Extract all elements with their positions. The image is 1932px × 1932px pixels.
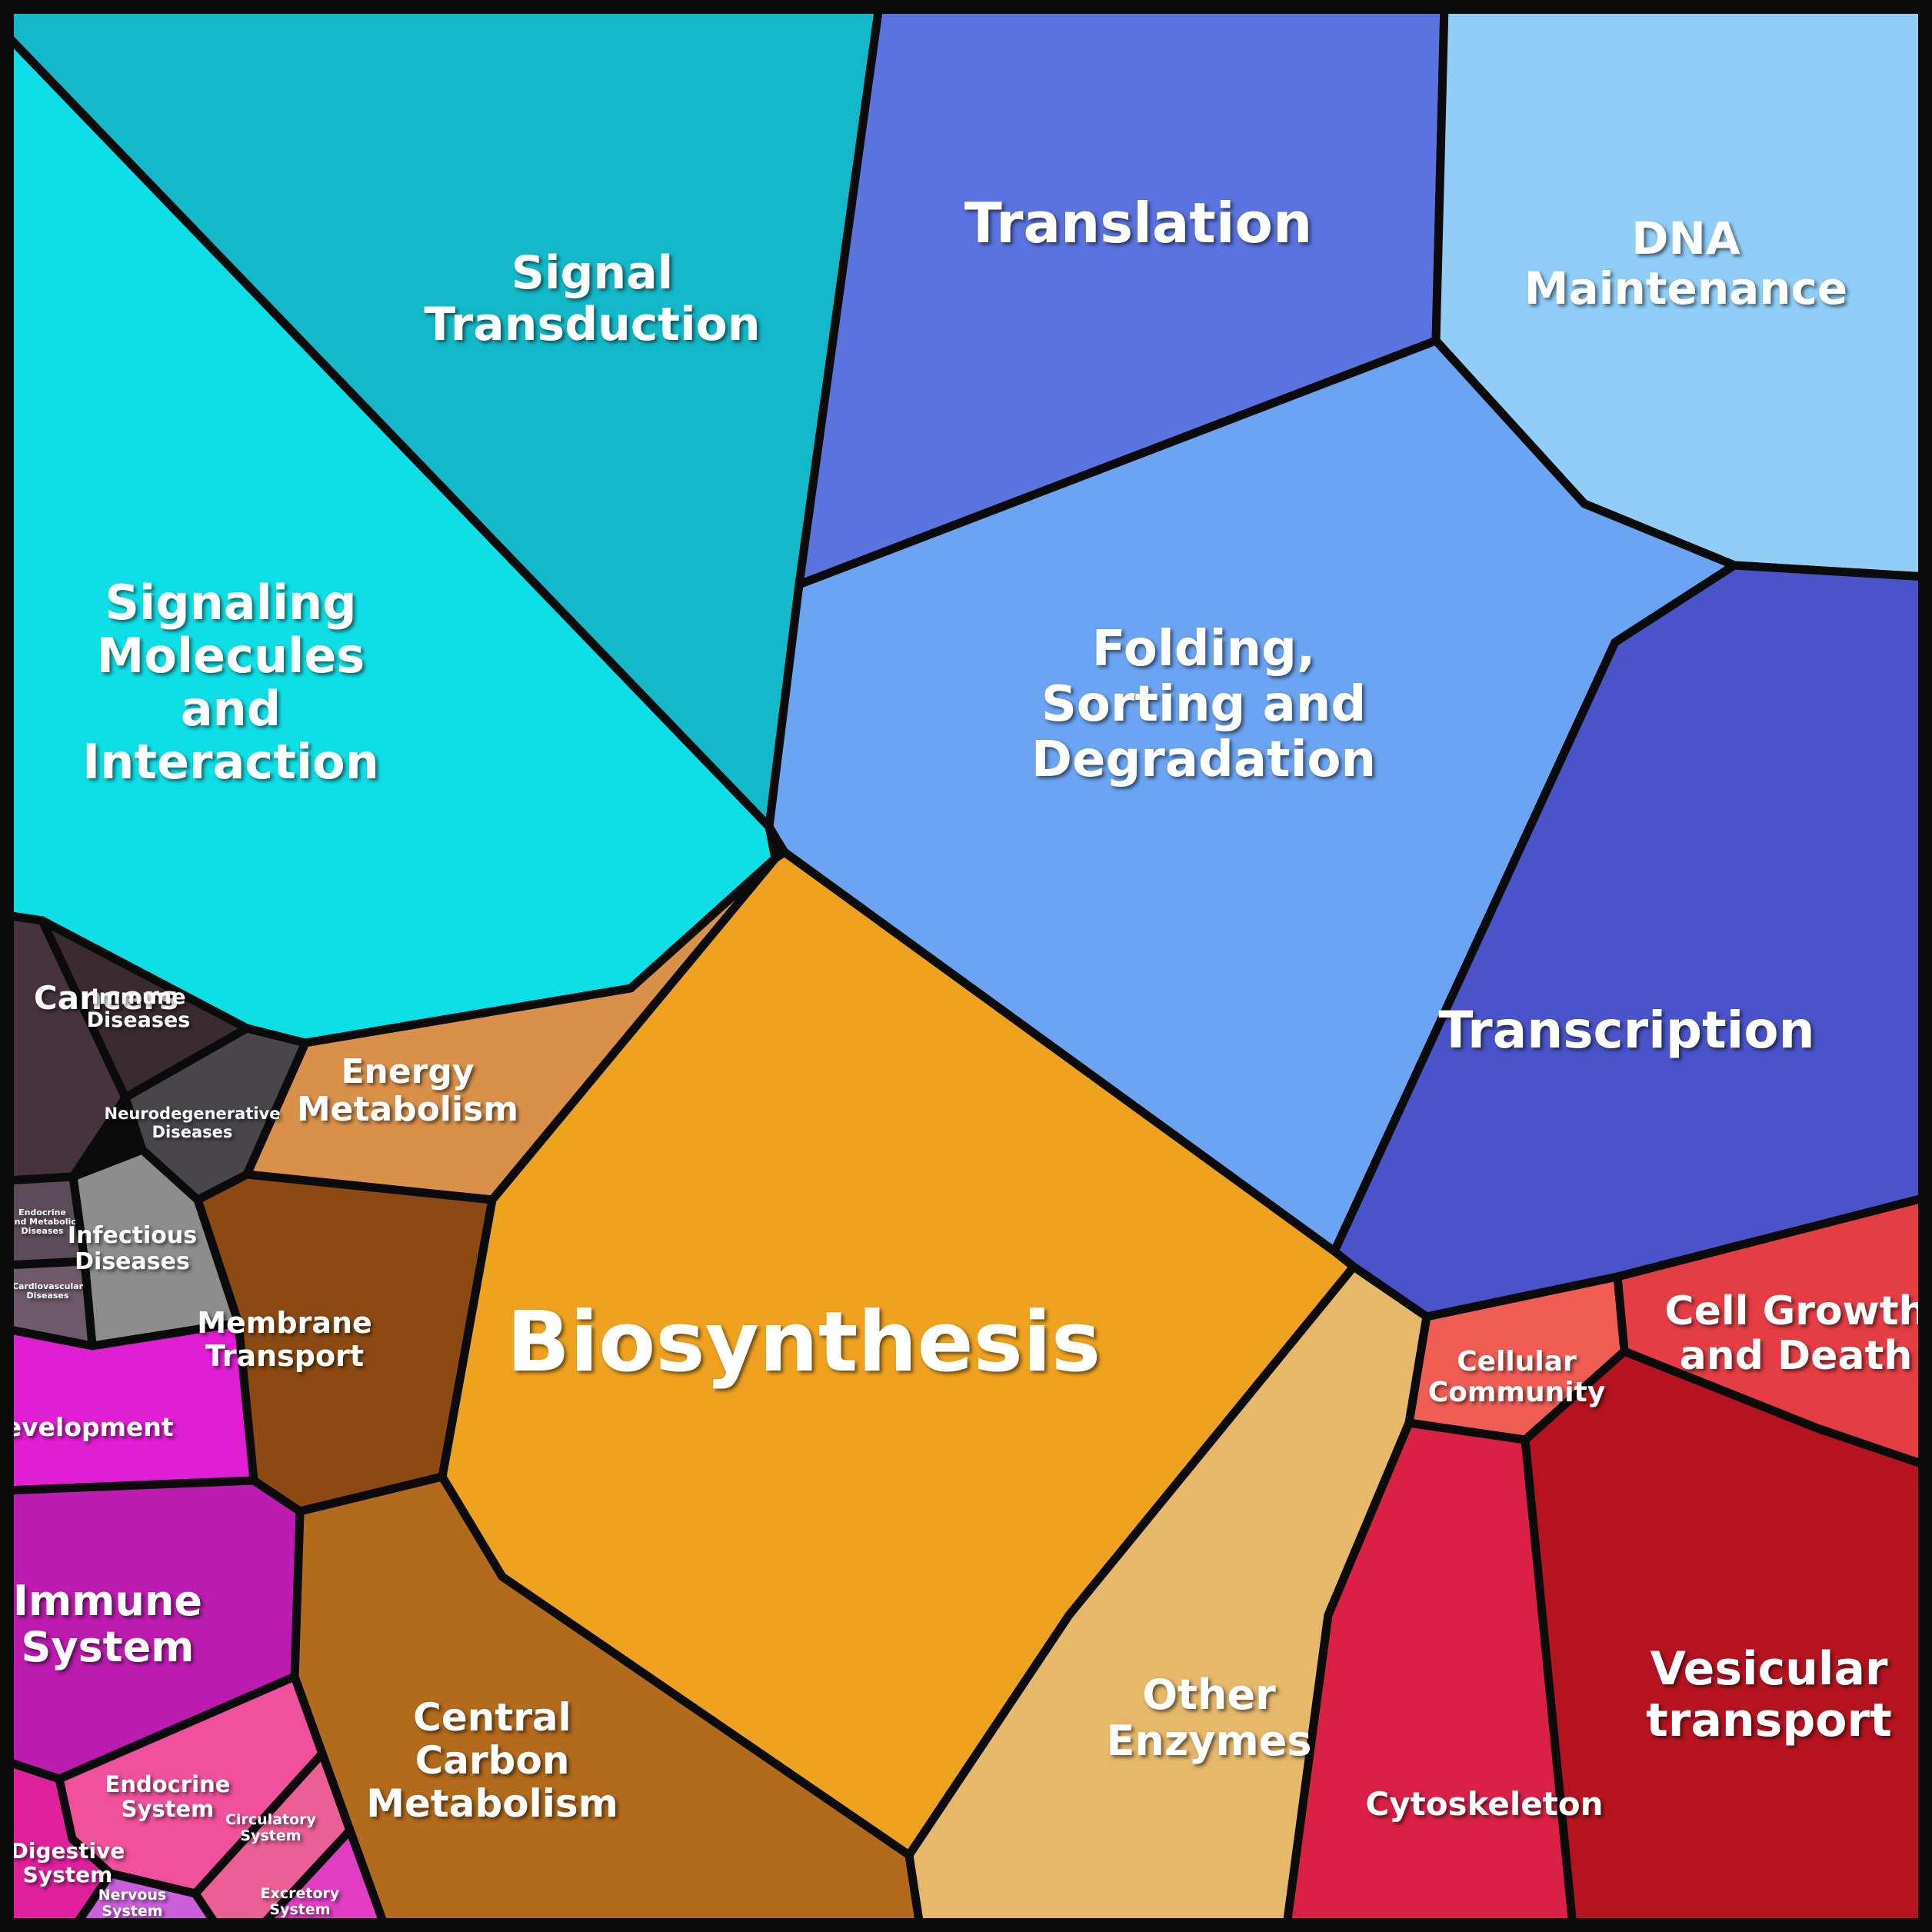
region-cellular-community <box>1404 1272 1629 1444</box>
label-biosynthesis: Biosynthesis <box>507 1294 1101 1391</box>
label-transcription: Transcription <box>1438 1001 1814 1060</box>
label-cancers: Cancers <box>34 979 178 1017</box>
label-translation: Translation <box>964 191 1313 255</box>
label-development: Development <box>0 1412 174 1442</box>
label-cytoskeleton: Cytoskeleton <box>1365 1785 1603 1823</box>
